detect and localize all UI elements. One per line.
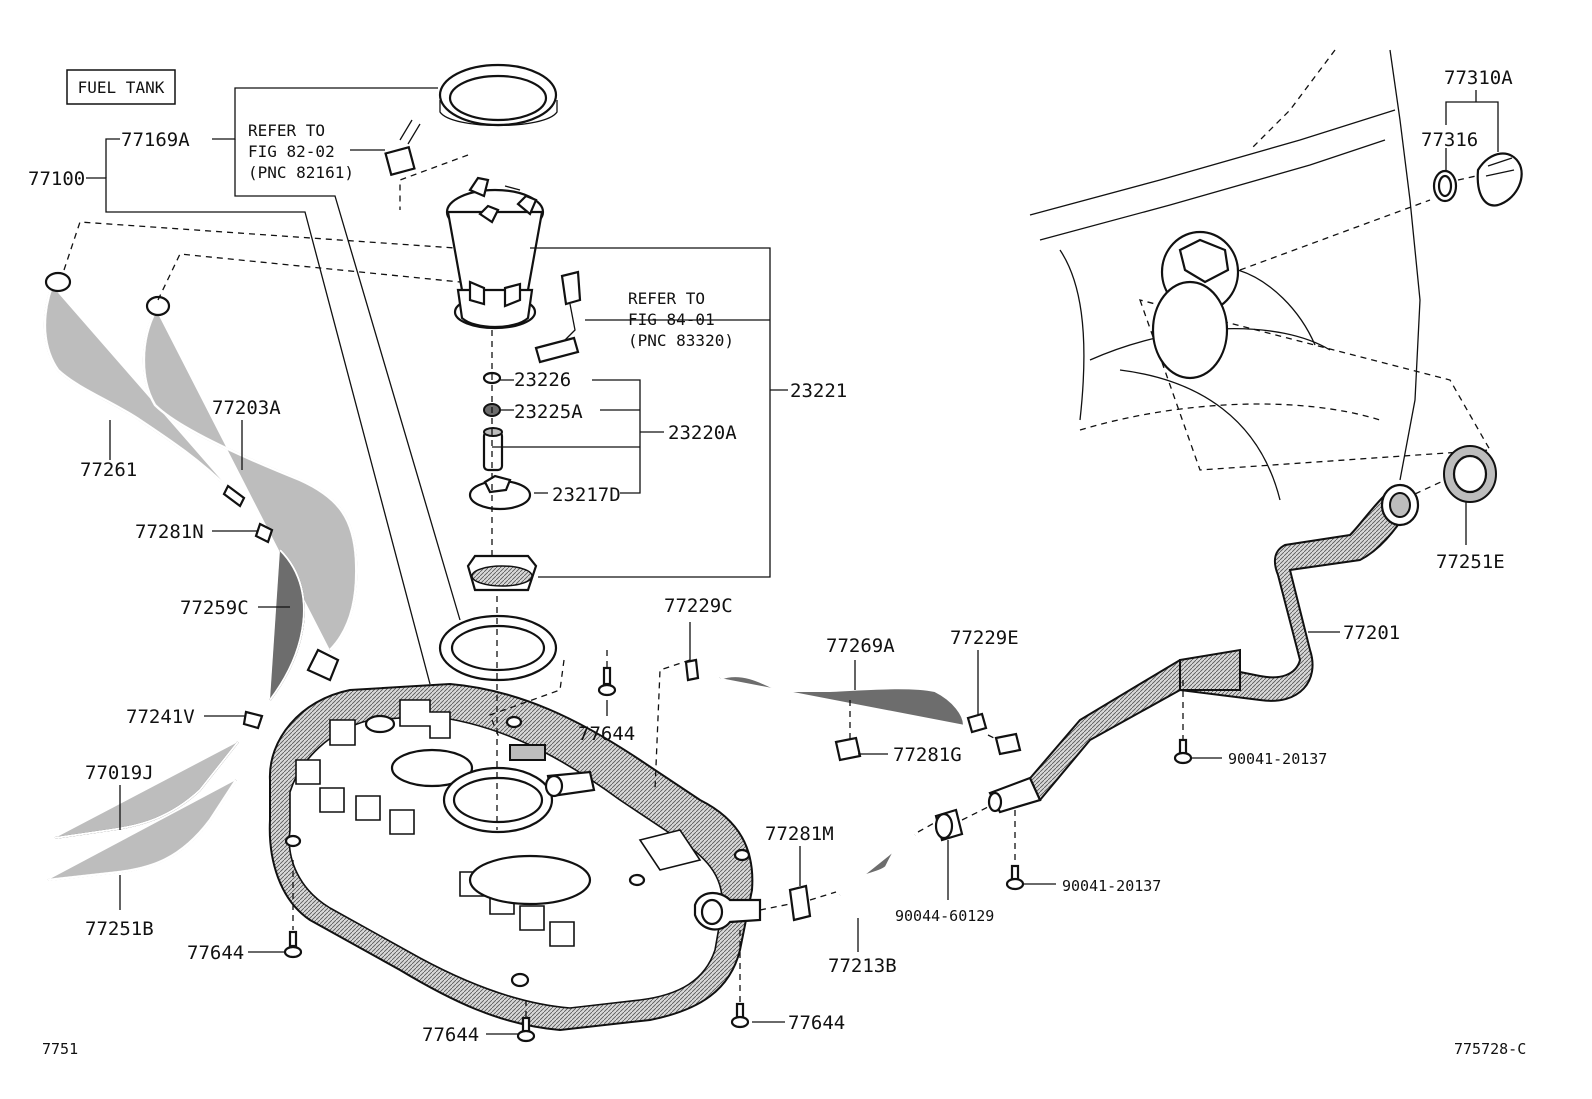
fuel-pump-module (384, 63, 582, 682)
label-90041-20137-b[interactable]: 90041-20137 (1062, 877, 1161, 895)
label-77019J[interactable]: 77019J (85, 762, 154, 784)
label-23226[interactable]: 23226 (514, 369, 571, 391)
label-23221[interactable]: 23221 (790, 380, 847, 402)
label-23217D[interactable]: 23217D (552, 484, 621, 506)
title-box: FUEL TANK (66, 69, 176, 105)
label-77203A[interactable]: 77203A (212, 397, 281, 419)
label-23220A[interactable]: 23220A (668, 422, 737, 444)
label-77201[interactable]: 77201 (1343, 622, 1400, 644)
refer1-line3: (PNC 82161) (248, 163, 354, 182)
label-77644-a[interactable]: 77644 (187, 942, 244, 964)
bolt-77644-d (730, 1002, 750, 1029)
label-90044-60129[interactable]: 90044-60129 (895, 907, 994, 925)
alignment-lines (63, 154, 1477, 1018)
refer2-line3: (PNC 83320) (628, 331, 734, 350)
label-77281M[interactable]: 77281M (765, 823, 834, 845)
footer-code-left: 7751 (42, 1040, 78, 1058)
label-77261[interactable]: 77261 (80, 459, 137, 481)
label-77316[interactable]: 77316 (1421, 129, 1478, 151)
label-77644-b[interactable]: 77644 (578, 723, 635, 745)
label-77241V[interactable]: 77241V (126, 706, 195, 728)
label-77281G[interactable]: 77281G (893, 744, 962, 766)
refer2-line2: FIG 84-01 (628, 310, 715, 329)
vehicle-body-outline (1029, 49, 1492, 501)
label-77251B[interactable]: 77251B (85, 918, 154, 940)
vent-tubes (43, 271, 358, 882)
label-90041-20137-a[interactable]: 90041-20137 (1228, 750, 1327, 768)
label-77169A[interactable]: 77169A (121, 129, 190, 151)
filler-pipe (987, 483, 1420, 814)
label-77281N[interactable]: 77281N (135, 521, 204, 543)
label-77259C[interactable]: 77259C (180, 597, 249, 619)
refer1-line2: FIG 82-02 (248, 142, 335, 161)
fuel-cap (1432, 152, 1523, 207)
label-77229C[interactable]: 77229C (664, 595, 733, 617)
label-77269A[interactable]: 77269A (826, 635, 895, 657)
label-23225A[interactable]: 23225A (514, 401, 583, 423)
bolt-90041-b (1005, 864, 1025, 891)
bolt-90041-a (1173, 738, 1193, 765)
label-77310A[interactable]: 77310A (1444, 67, 1513, 89)
part-labels: 77169A 77100 REFER TO FIG 82-02 (PNC 821… (28, 67, 1513, 1046)
label-77100[interactable]: 77100 (28, 168, 85, 190)
bolt-77644-b (283, 930, 303, 959)
label-77213B[interactable]: 77213B (828, 955, 897, 977)
bolt-77644-a (597, 666, 617, 697)
bolt-77644-c (516, 1016, 536, 1043)
bolts (283, 666, 1193, 1043)
filler-neck-seal (1443, 445, 1497, 503)
footer-code-right: 775728-C (1454, 1040, 1526, 1058)
refer1-line1: REFER TO (248, 121, 325, 140)
fuel-tank (268, 682, 762, 1032)
filler-hose (788, 808, 964, 922)
label-77644-c[interactable]: 77644 (422, 1024, 479, 1046)
breather-hose (684, 658, 1022, 762)
label-77251E[interactable]: 77251E (1436, 551, 1505, 573)
refer2-line1: REFER TO (628, 289, 705, 308)
leader-lines (86, 87, 1499, 1035)
label-77229E[interactable]: 77229E (950, 627, 1019, 649)
label-77644-d[interactable]: 77644 (788, 1012, 845, 1034)
title-text: FUEL TANK (78, 78, 165, 97)
